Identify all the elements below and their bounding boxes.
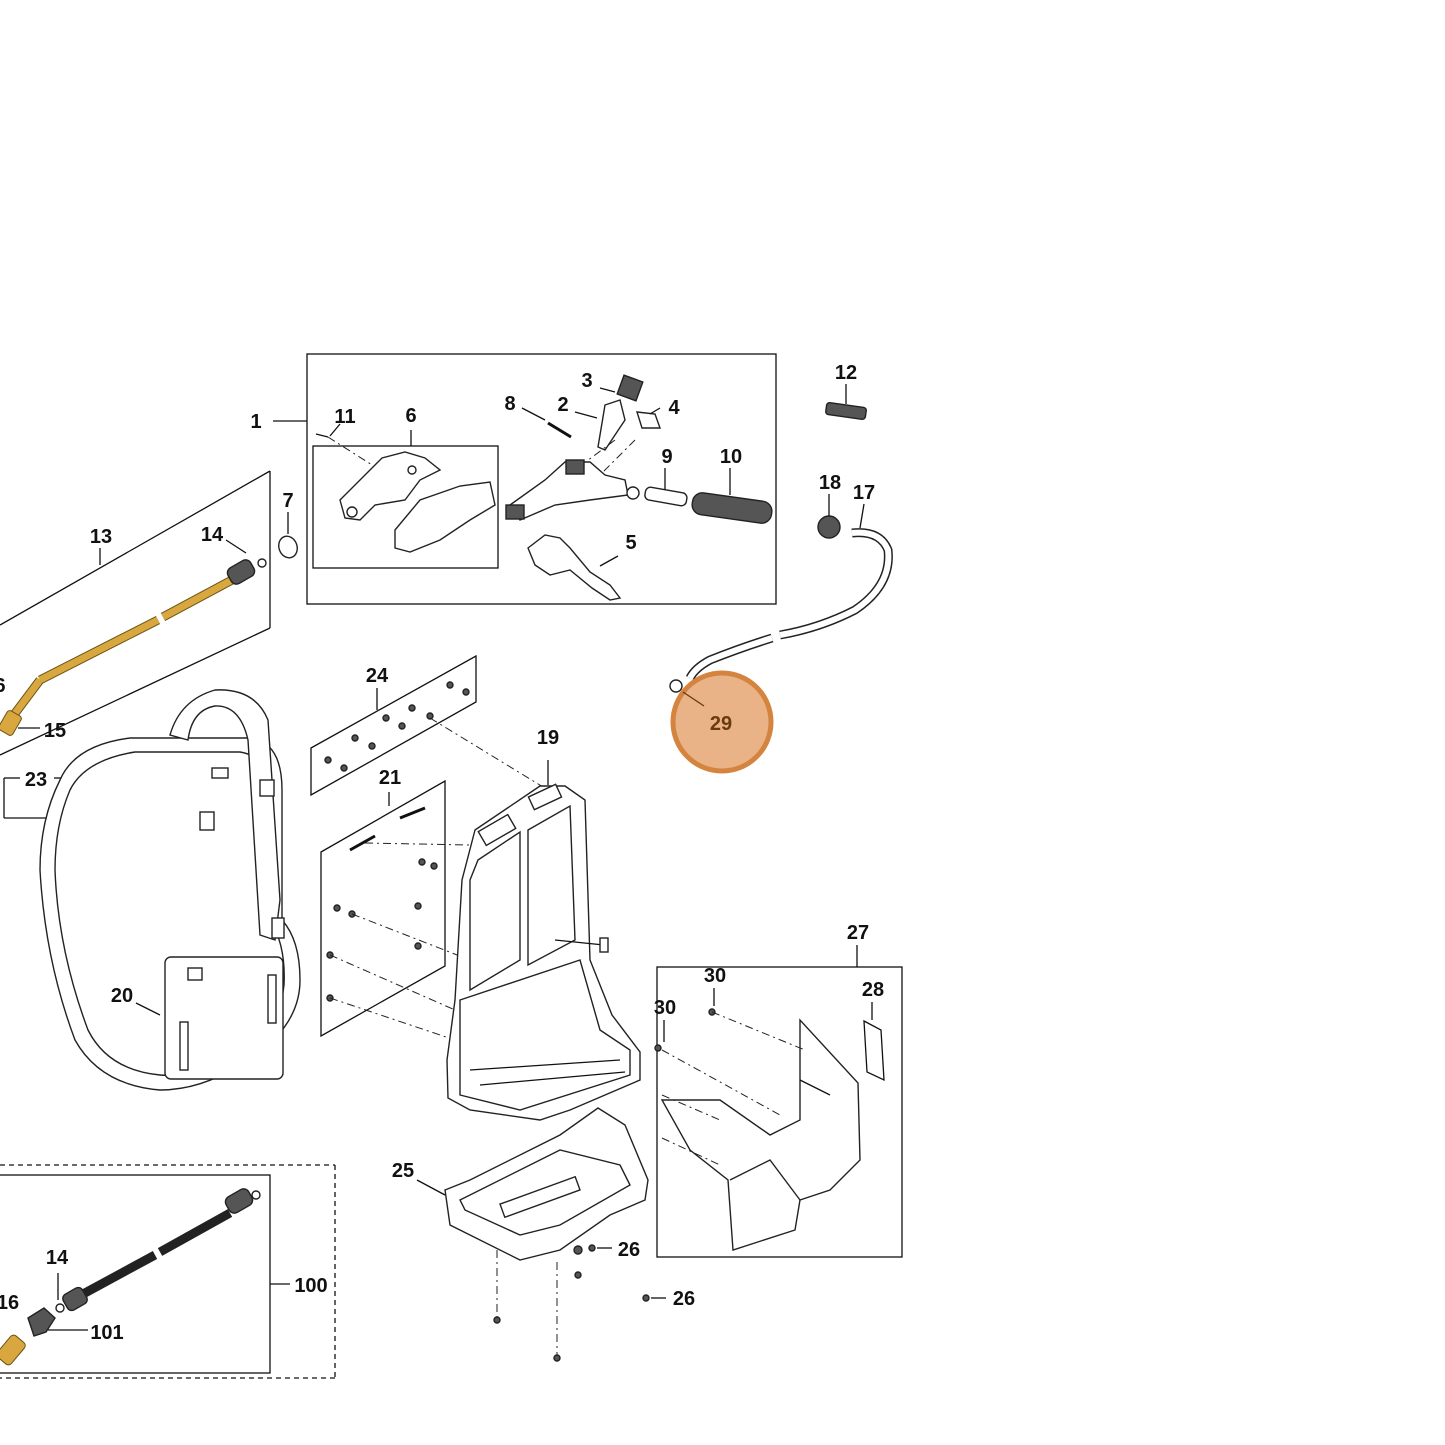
- part-18-nut[interactable]: [817, 515, 841, 539]
- callout-19: 19: [537, 727, 559, 749]
- callout-6-cropped: 6: [0, 675, 6, 697]
- part-12-nozzle-tip[interactable]: [825, 401, 867, 421]
- part-4-clip[interactable]: [636, 411, 661, 429]
- part-27-cover[interactable]: [660, 1018, 861, 1251]
- callout-12: 12: [835, 362, 857, 384]
- callout-16: 16: [0, 1292, 19, 1314]
- callout-30-b: 30: [654, 997, 676, 1019]
- assembly-box-100: [0, 1164, 336, 1379]
- callout-4: 4: [668, 397, 680, 419]
- part-3-cap[interactable]: [616, 374, 644, 402]
- part-101-elbow[interactable]: [27, 1307, 56, 1337]
- callout-2: 2: [557, 394, 568, 416]
- part-16-nozzle[interactable]: [0, 1333, 27, 1366]
- part-9-filter[interactable]: [644, 486, 688, 507]
- callout-15: 15: [44, 720, 66, 742]
- part-24-screw-set[interactable]: [310, 654, 477, 797]
- part-26-screw[interactable]: [573, 1245, 583, 1255]
- part-25-base-tray[interactable]: [444, 1107, 649, 1261]
- part-2-valve-stem[interactable]: [597, 399, 626, 451]
- screw: [574, 1271, 582, 1279]
- part-5-trigger[interactable]: [527, 534, 622, 601]
- callout-3: 3: [581, 370, 592, 392]
- assembly-box-6: [312, 445, 499, 569]
- part-6-handle-housing[interactable]: [339, 451, 496, 553]
- part-8-pin[interactable]: [547, 421, 572, 439]
- callout-100: 100: [294, 1275, 327, 1297]
- callout-9: 9: [661, 446, 672, 468]
- callout-10: 10: [720, 446, 742, 468]
- callout-24: 24: [366, 665, 389, 687]
- assembly-box-27: [656, 966, 903, 1258]
- callout-1: 1: [250, 411, 261, 433]
- callout-28: 28: [862, 979, 884, 1001]
- part-11-screw[interactable]: [315, 433, 329, 438]
- o-ring: [626, 486, 640, 500]
- part-26-screw-b[interactable]: [588, 1244, 596, 1252]
- part-26-screw-c[interactable]: [642, 1294, 650, 1302]
- callout-8: 8: [504, 393, 515, 415]
- callout-20: 20: [111, 985, 133, 1007]
- callout-11: 11: [334, 406, 355, 428]
- callout-5: 5: [625, 532, 636, 554]
- callout-18: 18: [819, 472, 841, 494]
- part-7-ring[interactable]: [276, 534, 300, 561]
- callout-25: 25: [392, 1160, 414, 1182]
- callout-21: 21: [379, 767, 401, 789]
- callout-7: 7: [282, 490, 293, 512]
- part-19-backframe[interactable]: [446, 783, 641, 1121]
- callout-30-a: 30: [704, 965, 726, 987]
- callout-23: 23: [25, 769, 47, 791]
- part-100-wand-assembly[interactable]: [61, 1187, 255, 1313]
- part-17-hose[interactable]: [685, 528, 893, 681]
- part-28-label[interactable]: [863, 1019, 885, 1082]
- callout-17: 17: [853, 482, 875, 504]
- screw: [493, 1316, 501, 1324]
- callout-6: 6: [405, 405, 416, 427]
- part-14-washer[interactable]: [257, 558, 267, 568]
- part-10-grip[interactable]: [691, 492, 773, 525]
- callout-101: 101: [90, 1322, 123, 1344]
- part-20-tank[interactable]: [39, 689, 301, 1091]
- part-valve-body[interactable]: [505, 459, 629, 521]
- screw: [553, 1354, 561, 1362]
- assembly-box-1: [306, 353, 777, 605]
- callout-14-b: 14: [46, 1247, 69, 1269]
- callout-13: 13: [90, 526, 112, 548]
- callout-14-a: 14: [201, 524, 224, 546]
- part-14-washer-b[interactable]: [55, 1303, 65, 1313]
- callout-26-a: 26: [618, 1239, 640, 1261]
- hotspot-29-circle[interactable]: [670, 670, 774, 774]
- washer: [251, 1190, 261, 1200]
- part-30-screw-b[interactable]: [654, 1044, 662, 1052]
- callout-26-b: 26: [673, 1288, 695, 1310]
- hotspot-29[interactable]: 29: [670, 670, 774, 774]
- part-15-nozzle[interactable]: [0, 709, 22, 736]
- callout-27: 27: [847, 922, 869, 944]
- part-21-parts-set[interactable]: [320, 779, 446, 1038]
- hotspot-29-label[interactable]: 29: [710, 713, 732, 735]
- assembly-box-13: [0, 470, 271, 756]
